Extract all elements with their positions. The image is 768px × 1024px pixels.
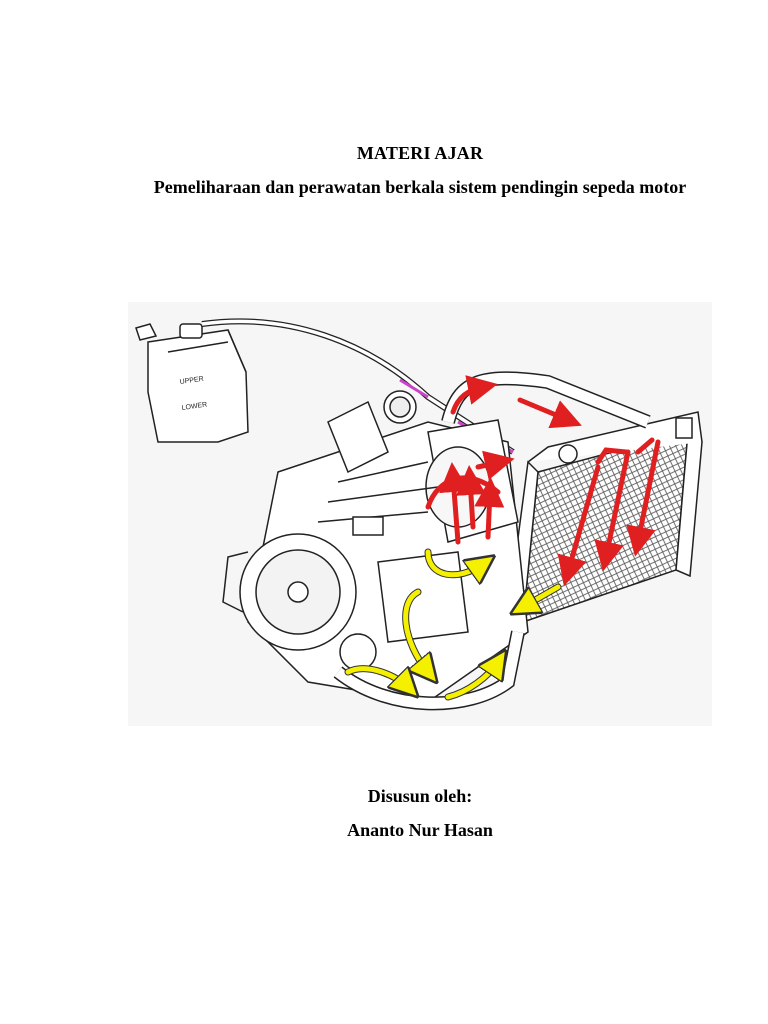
compiled-by-label: Disusun oleh: <box>367 786 473 806</box>
document-title: MATERI AJAR <box>356 143 484 163</box>
engine-illustration-svg: UPPER LOWER <box>135 318 703 711</box>
document-subtitle: Pemeliharaan dan perawatan berkala siste… <box>153 177 687 197</box>
engine-block <box>222 390 529 703</box>
coolant-reservoir: UPPER LOWER <box>135 323 249 443</box>
reservoir-upper-mark: UPPER <box>179 376 204 386</box>
radiator <box>507 411 703 624</box>
engine-cooling-system-illustration: UPPER LOWER <box>128 302 712 726</box>
author-name: Ananto Nur Hasan <box>347 820 493 840</box>
reservoir-lower-mark: LOWER <box>181 401 207 412</box>
cool-coolant-flow-arrows <box>344 548 562 701</box>
hot-coolant-flow-arrows <box>425 375 661 587</box>
